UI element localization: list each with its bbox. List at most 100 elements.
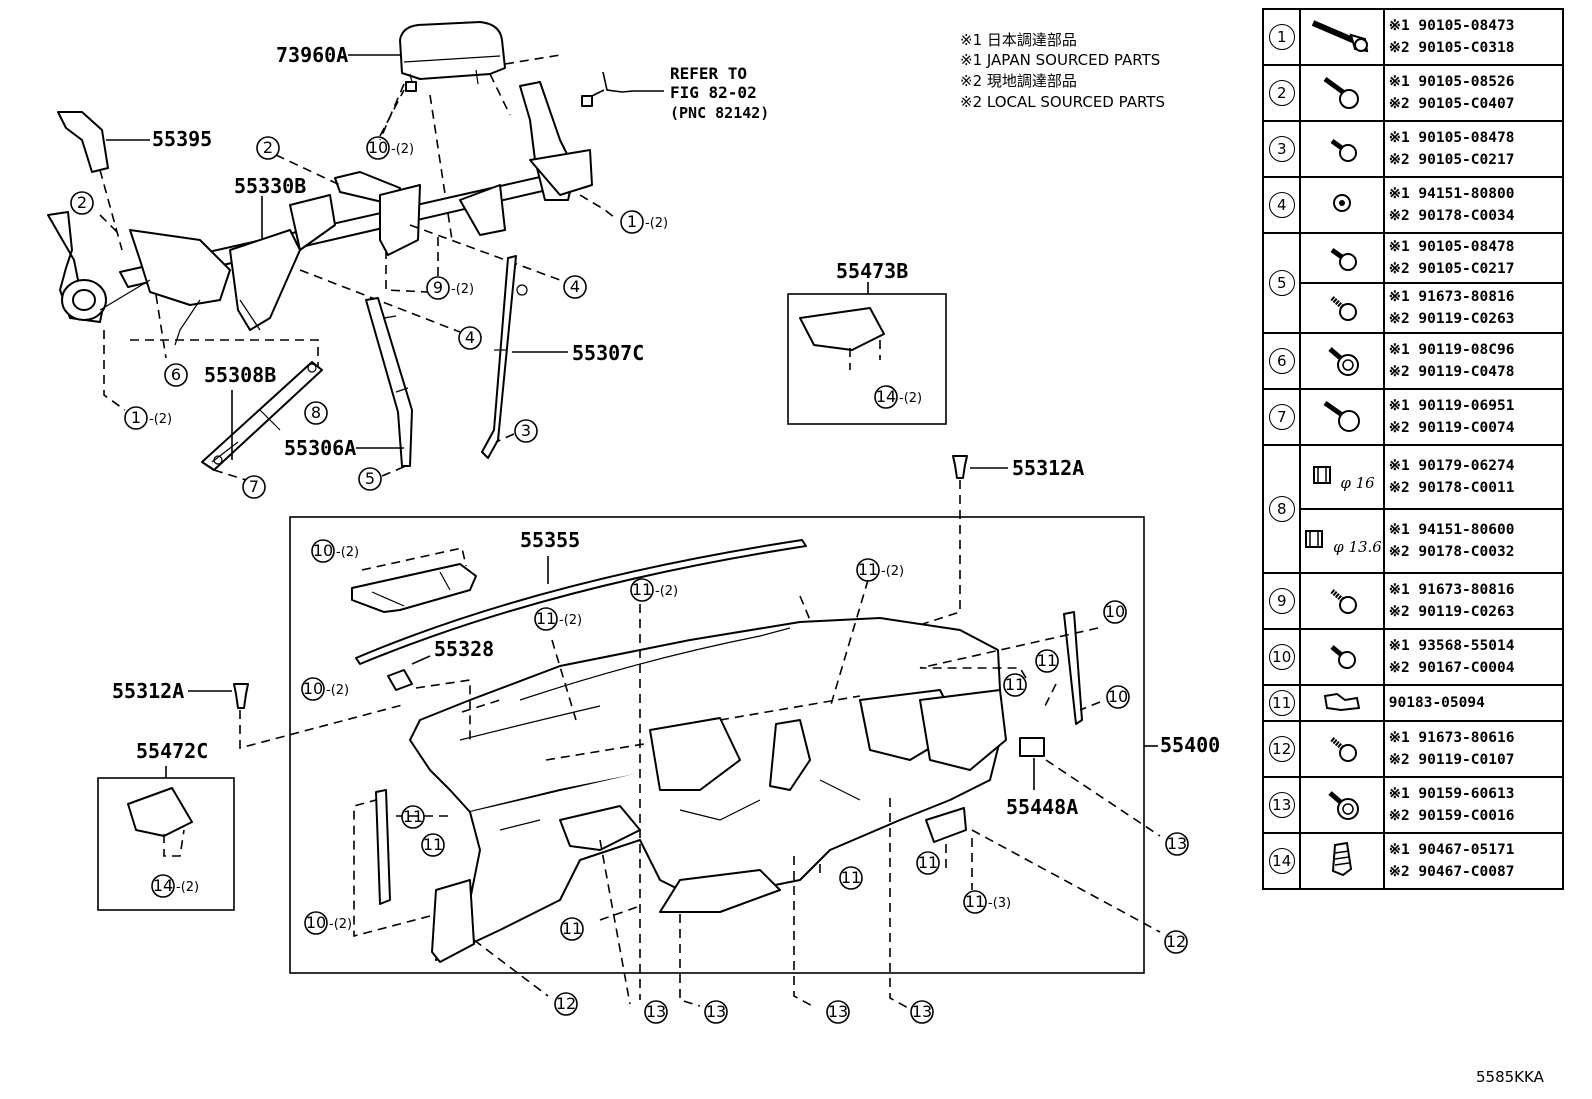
callout-8: 8 xyxy=(304,401,328,425)
callout-11-bottom-a: 11 xyxy=(560,917,584,941)
label-55308B: 55308B xyxy=(204,363,276,387)
legend-icon-cell xyxy=(1299,388,1385,446)
part-55328 xyxy=(387,655,431,691)
legend-icon-cell xyxy=(1299,628,1385,686)
callout-number: 11 xyxy=(918,853,938,872)
legend-part-numbers: ※1 90467-05171※2 90467-C0087 xyxy=(1382,832,1565,890)
label-55473B: 55473B xyxy=(836,259,908,283)
legend-icon-cell xyxy=(1299,120,1385,178)
washer-screw-long-icon xyxy=(1317,400,1367,439)
callout-1-right: 1 -(2) xyxy=(620,210,668,234)
callout-number: 11 xyxy=(858,560,878,579)
legend-row: 12※1 91673-80616※2 90119-C0107 xyxy=(1261,720,1565,778)
callout-number: 11 xyxy=(1005,675,1025,694)
legend-part-numbers: ※1 91673-80816※2 90119-C0263 xyxy=(1382,282,1565,334)
callout-number: 14 xyxy=(153,876,173,895)
callout-number: 4 xyxy=(465,328,475,347)
legend-part-numbers: ※1 90105-08526※2 90105-C0407 xyxy=(1382,64,1565,122)
callout-number: 7 xyxy=(249,477,259,496)
label-55306A: 55306A xyxy=(284,436,356,460)
part-number: ※2 90119-C0263 xyxy=(1388,311,1515,327)
callout-4-a: 4 xyxy=(563,275,587,299)
legend-part-numbers: ※1 90119-06951※2 90119-C0074 xyxy=(1382,388,1565,446)
callout-number: 13 xyxy=(1167,834,1187,853)
callout-number: 6 xyxy=(171,365,181,384)
cover-55473B-box xyxy=(787,282,947,425)
tapping-screw-icon xyxy=(1322,737,1362,771)
ref-circle: 2 xyxy=(1268,80,1295,106)
callout-number: 10 xyxy=(1105,602,1125,621)
diameter-value: 13.6 xyxy=(1348,538,1382,556)
part-number: ※2 90178-C0011 xyxy=(1388,480,1515,496)
callout-qty: -(2) xyxy=(559,613,582,628)
callout-number: 5 xyxy=(365,469,375,488)
legend-icon-cell xyxy=(1299,776,1385,834)
callout-number: 10 xyxy=(313,541,333,560)
part-number: ※1 93568-55014 xyxy=(1388,638,1515,654)
washer-screw-icon xyxy=(1320,791,1364,827)
part-number: ※2 90105-C0217 xyxy=(1388,152,1515,168)
tapping-screw-icon xyxy=(1322,296,1362,330)
legend-row: 4※1 94151-80800※2 90178-C0034 xyxy=(1261,176,1565,234)
legend-icon-cell: φ 13.6 xyxy=(1299,508,1385,574)
legend-part-numbers: ※1 91673-80816※2 90119-C0263 xyxy=(1382,572,1565,630)
callout-number: 11 xyxy=(423,835,443,854)
callout-11-a: 11 -(2) xyxy=(630,578,678,602)
legend-row-sub: φ 13.6※1 94151-80600※2 90178-C0032 xyxy=(1263,508,1565,574)
callout-11-left-a: 11 xyxy=(401,805,425,829)
legend-part-numbers: ※1 91673-80616※2 90119-C0107 xyxy=(1382,720,1565,778)
legend-ref-number: 5 xyxy=(1261,232,1302,334)
legend-part-numbers: ※1 90105-08478※2 90105-C0217 xyxy=(1382,232,1565,284)
ref-circle: 10 xyxy=(1268,644,1295,670)
callout-qty: -(2) xyxy=(451,282,474,297)
callout-11-right-a: 11 xyxy=(1035,649,1059,673)
note-line: ※2 LOCAL SOURCED PARTS xyxy=(960,93,1165,111)
part-number: ※2 90105-C0318 xyxy=(1388,40,1515,56)
clip-55312A-left xyxy=(188,683,407,750)
callout-7: 7 xyxy=(242,475,266,499)
figure-code: 5585KKA xyxy=(1476,1068,1544,1086)
leader-lines xyxy=(353,579,1161,1009)
legend-ref-number: 1 xyxy=(1261,8,1302,66)
callout-number: 12 xyxy=(556,994,576,1013)
callout-number: 10 xyxy=(1108,687,1128,706)
callout-9: 9 -(2) xyxy=(426,276,474,300)
callout-2-b: 2 xyxy=(70,191,94,215)
label-55472C: 55472C xyxy=(136,739,208,763)
part-number: ※2 90159-C0016 xyxy=(1388,808,1515,824)
label-55307C: 55307C xyxy=(572,341,644,365)
legend-part-numbers: ※1 94151-80600※2 90178-C0032 xyxy=(1382,508,1565,574)
diameter-label: φ 13.6 xyxy=(1328,538,1382,556)
legend-ref-number: 8 xyxy=(1261,444,1302,574)
callout-number: 10 xyxy=(303,679,323,698)
callout-number: 2 xyxy=(77,193,87,212)
callout-number: 10 xyxy=(368,138,388,157)
callout-number: 11 xyxy=(536,609,556,628)
legend-ref-number: 13 xyxy=(1261,776,1302,834)
part-number: 90183-05094 xyxy=(1388,695,1485,711)
legend-icon-cell xyxy=(1299,8,1385,66)
part-number: ※2 90105-C0407 xyxy=(1388,96,1515,112)
cover-55472C-box xyxy=(97,766,235,911)
callout-number: 11 xyxy=(403,807,423,826)
callout-number: 12 xyxy=(1166,932,1186,951)
note-line: ※1 JAPAN SOURCED PARTS xyxy=(960,51,1160,69)
part-number: ※2 90119-C0074 xyxy=(1388,420,1515,436)
ref-circle: 6 xyxy=(1268,348,1295,374)
legend-row: 14※1 90467-05171※2 90467-C0087 xyxy=(1261,832,1565,890)
legend-part-numbers: ※1 90105-08478※2 90105-C0217 xyxy=(1382,120,1565,178)
callout-13-bottom-a: 13 xyxy=(644,1000,668,1024)
ref-circle: 8 xyxy=(1268,496,1295,522)
callout-13-bottom-d: 13 xyxy=(910,1000,934,1024)
label-73960A: 73960A xyxy=(276,43,348,67)
brace-55306A xyxy=(365,297,413,467)
part-number: ※2 90467-C0087 xyxy=(1388,864,1515,880)
legend-row: 9※1 91673-80816※2 90119-C0263 xyxy=(1261,572,1565,630)
callout-qty: -(2) xyxy=(176,880,199,895)
legend-part-numbers: 90183-05094 xyxy=(1382,684,1565,722)
legend-icon-cell xyxy=(1299,176,1385,234)
legend-row-sub: ※1 91673-80816※2 90119-C0263 xyxy=(1263,282,1565,334)
label-55395: 55395 xyxy=(152,127,212,151)
tapping-screw-icon xyxy=(1322,589,1362,623)
